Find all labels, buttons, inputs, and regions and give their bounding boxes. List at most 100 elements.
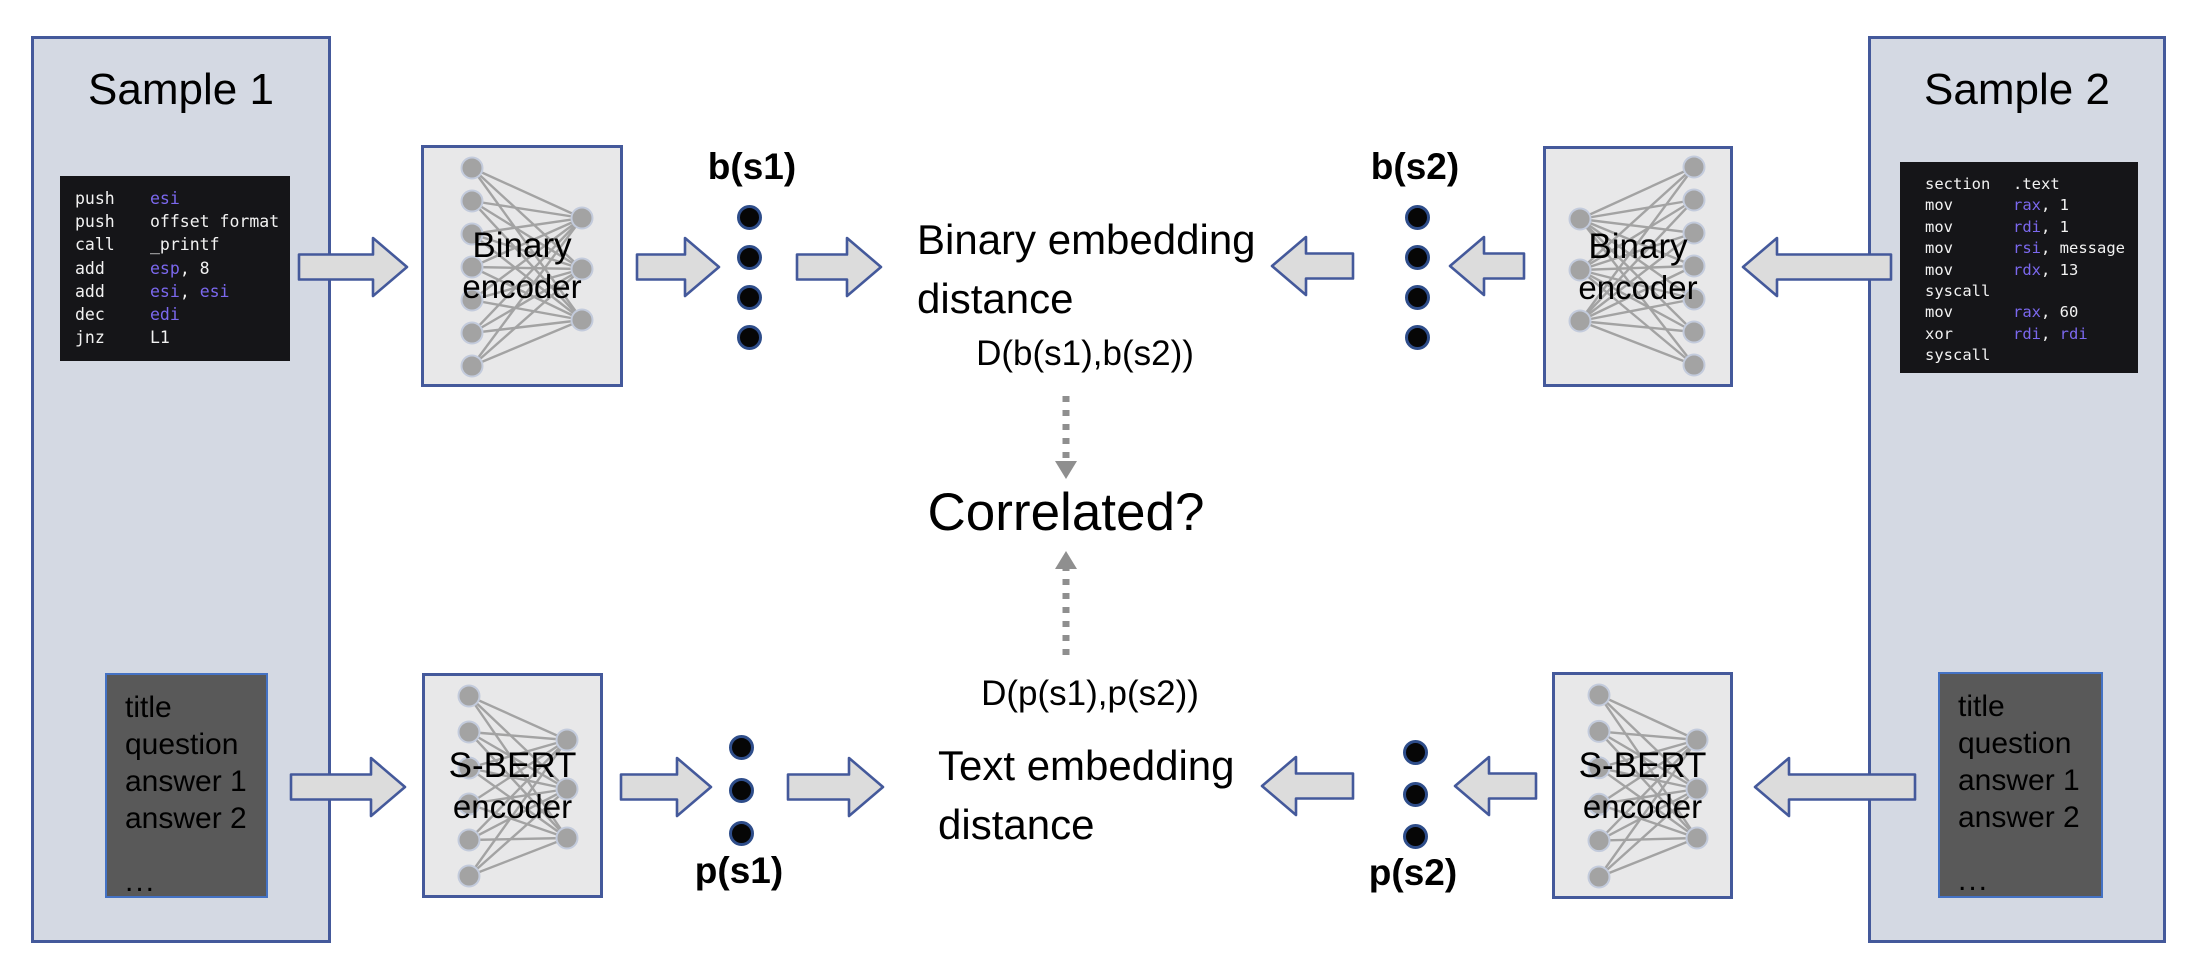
- b-s1-embedding-dots: [737, 205, 762, 350]
- network-node: [457, 828, 481, 852]
- code-line: syscall: [1925, 346, 1991, 365]
- sbert-encoder-right: S-BERT encoder: [1552, 672, 1733, 899]
- network-node: [1587, 829, 1611, 853]
- arrow-sbert-encoder-to-p-s1: [619, 756, 713, 818]
- doc-line: ...: [125, 865, 157, 898]
- network-node: [1682, 320, 1706, 344]
- embedding-dot: [729, 735, 754, 760]
- network-node: [1682, 353, 1706, 377]
- embedding-dot: [737, 285, 762, 310]
- network-node: [1587, 683, 1611, 707]
- neural-network-icon: [1587, 683, 1709, 889]
- p-s2-label: p(s2): [1368, 852, 1458, 893]
- network-node: [1587, 719, 1611, 743]
- doc-line: answer 1: [125, 765, 247, 798]
- network-node: [457, 684, 481, 708]
- d-binary-formula: D(b(s1),b(s2)): [976, 334, 1194, 373]
- network-node: [1682, 188, 1706, 212]
- sample1-panel-title: Sample 1: [88, 65, 274, 114]
- sample1-text-document: title question answer 1 answer 2...: [105, 673, 268, 898]
- code-line: call_printf: [75, 235, 220, 255]
- network-node: [1568, 207, 1592, 231]
- b-s2-label: b(s2): [1370, 146, 1460, 187]
- correlated-question-text: Correlated?: [927, 483, 1205, 542]
- network-node: [460, 321, 484, 345]
- sbert-encoder-left: S-BERT encoder: [422, 673, 603, 898]
- neural-network-icon: [460, 156, 594, 378]
- network-node: [1587, 792, 1611, 816]
- network-node: [570, 206, 594, 230]
- network-node: [457, 720, 481, 744]
- network-node: [1587, 865, 1611, 889]
- b-s2-embedding-dots: [1405, 205, 1430, 350]
- embedding-dot: [737, 205, 762, 230]
- code-line: syscall: [1925, 282, 1991, 301]
- network-node: [555, 728, 579, 752]
- network-node: [555, 826, 579, 850]
- dotted-arrow-text-distance-to-correlated-head: [1055, 551, 1077, 569]
- binary-encoder-right: Binary encoder: [1543, 146, 1733, 387]
- network-node: [555, 777, 579, 801]
- code-line: section.text: [1925, 175, 2060, 193]
- network-node: [1568, 258, 1592, 282]
- binary-encoder-right-label: Binary encoder: [1578, 226, 1698, 306]
- embedding-dot: [1405, 245, 1430, 270]
- sbert-encoder-left-label: S-BERT encoder: [448, 745, 577, 825]
- doc-line: title: [125, 691, 172, 724]
- d-text-formula: D(p(s1),p(s2)): [981, 674, 1199, 713]
- sbert-encoder-right-label: S-BERT encoder: [1578, 745, 1707, 825]
- network-node: [1685, 777, 1709, 801]
- binary-embedding-distance-text: Binary embedding distance: [917, 216, 1256, 322]
- network-node: [457, 756, 481, 780]
- binary-encoder-left-label: Binary encoder: [462, 226, 582, 305]
- network-node: [457, 864, 481, 888]
- network-node: [460, 156, 484, 180]
- network-node: [1685, 728, 1709, 752]
- embedding-dot: [729, 821, 754, 846]
- dotted-arrow-binary-distance-to-correlated-head: [1055, 461, 1077, 479]
- doc-line: answer 2: [1958, 801, 2080, 834]
- neural-network-icon: [457, 684, 579, 888]
- doc-line: question: [125, 728, 239, 761]
- network-node: [460, 354, 484, 378]
- embedding-dot: [1405, 285, 1430, 310]
- embedding-dot: [737, 325, 762, 350]
- embedding-dot: [1403, 824, 1428, 849]
- embedding-dot: [737, 245, 762, 270]
- arrow-b-s2-to-binary-distance: [1270, 235, 1355, 297]
- embedding-dot: [729, 778, 754, 803]
- network-node: [1568, 309, 1592, 333]
- embedding-dot: [1403, 740, 1428, 765]
- doc-line: question: [1958, 727, 2072, 760]
- doc-line: answer 2: [125, 802, 247, 835]
- arrow-sbert-encoder-to-p-s2: [1453, 755, 1538, 817]
- doc-line: answer 1: [1958, 764, 2080, 797]
- embedding-dot: [1403, 782, 1428, 807]
- p-s1-label: p(s1): [694, 850, 784, 891]
- b-s1-label: b(s1): [707, 146, 797, 187]
- network-node: [1682, 287, 1706, 311]
- p-s2-embedding-dots: [1403, 740, 1428, 849]
- network-node: [1682, 254, 1706, 278]
- arrow-b-s1-to-binary-distance: [795, 236, 883, 298]
- sample2-panel-title: Sample 2: [1924, 65, 2110, 114]
- network-node: [570, 308, 594, 332]
- network-node: [460, 288, 484, 312]
- arrow-binary-encoder-to-b-s1: [635, 236, 721, 298]
- network-node: [1685, 826, 1709, 850]
- neural-network-icon: [1568, 155, 1706, 377]
- network-node: [457, 792, 481, 816]
- p-s1-embedding-dots: [729, 735, 754, 846]
- arrow-p-s1-to-text-distance: [786, 756, 885, 818]
